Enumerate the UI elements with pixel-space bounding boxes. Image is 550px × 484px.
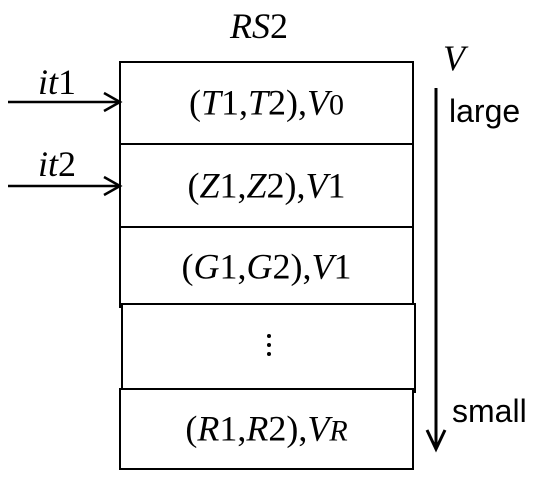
diagram-title: RS2	[230, 6, 288, 46]
order-down-arrow	[425, 88, 447, 453]
cell-entry: (R1,R2),VR	[185, 408, 348, 449]
iterator-arrow-1	[8, 91, 123, 113]
iterator-label-1: it1	[38, 62, 77, 102]
iterator-arrow-2	[8, 175, 123, 197]
order-axis-top-label: large	[449, 93, 521, 129]
order-axis-label: V	[443, 38, 465, 78]
cell-entry: (G1,G2),V1	[181, 246, 352, 287]
stack-cell: (G1,G2),V1	[119, 226, 414, 308]
cell-entry: (Z1,Z2),V1	[187, 164, 346, 205]
vertical-ellipsis-icon	[266, 334, 271, 361]
stack-cell: (T1,T2),V0	[119, 61, 414, 145]
order-axis-bottom-label: small	[452, 393, 527, 429]
stack-cell-ellipsis	[121, 303, 416, 393]
cell-entry: (T1,T2),V0	[188, 82, 345, 123]
result-set-stack: (T1,T2),V0 (Z1,Z2),V1 (G1,G2),V1 (R1,R2)…	[119, 61, 416, 470]
stack-cell: (R1,R2),VR	[119, 388, 414, 470]
stack-cell: (Z1,Z2),V1	[119, 143, 414, 228]
iterator-label-2: it2	[38, 144, 77, 184]
